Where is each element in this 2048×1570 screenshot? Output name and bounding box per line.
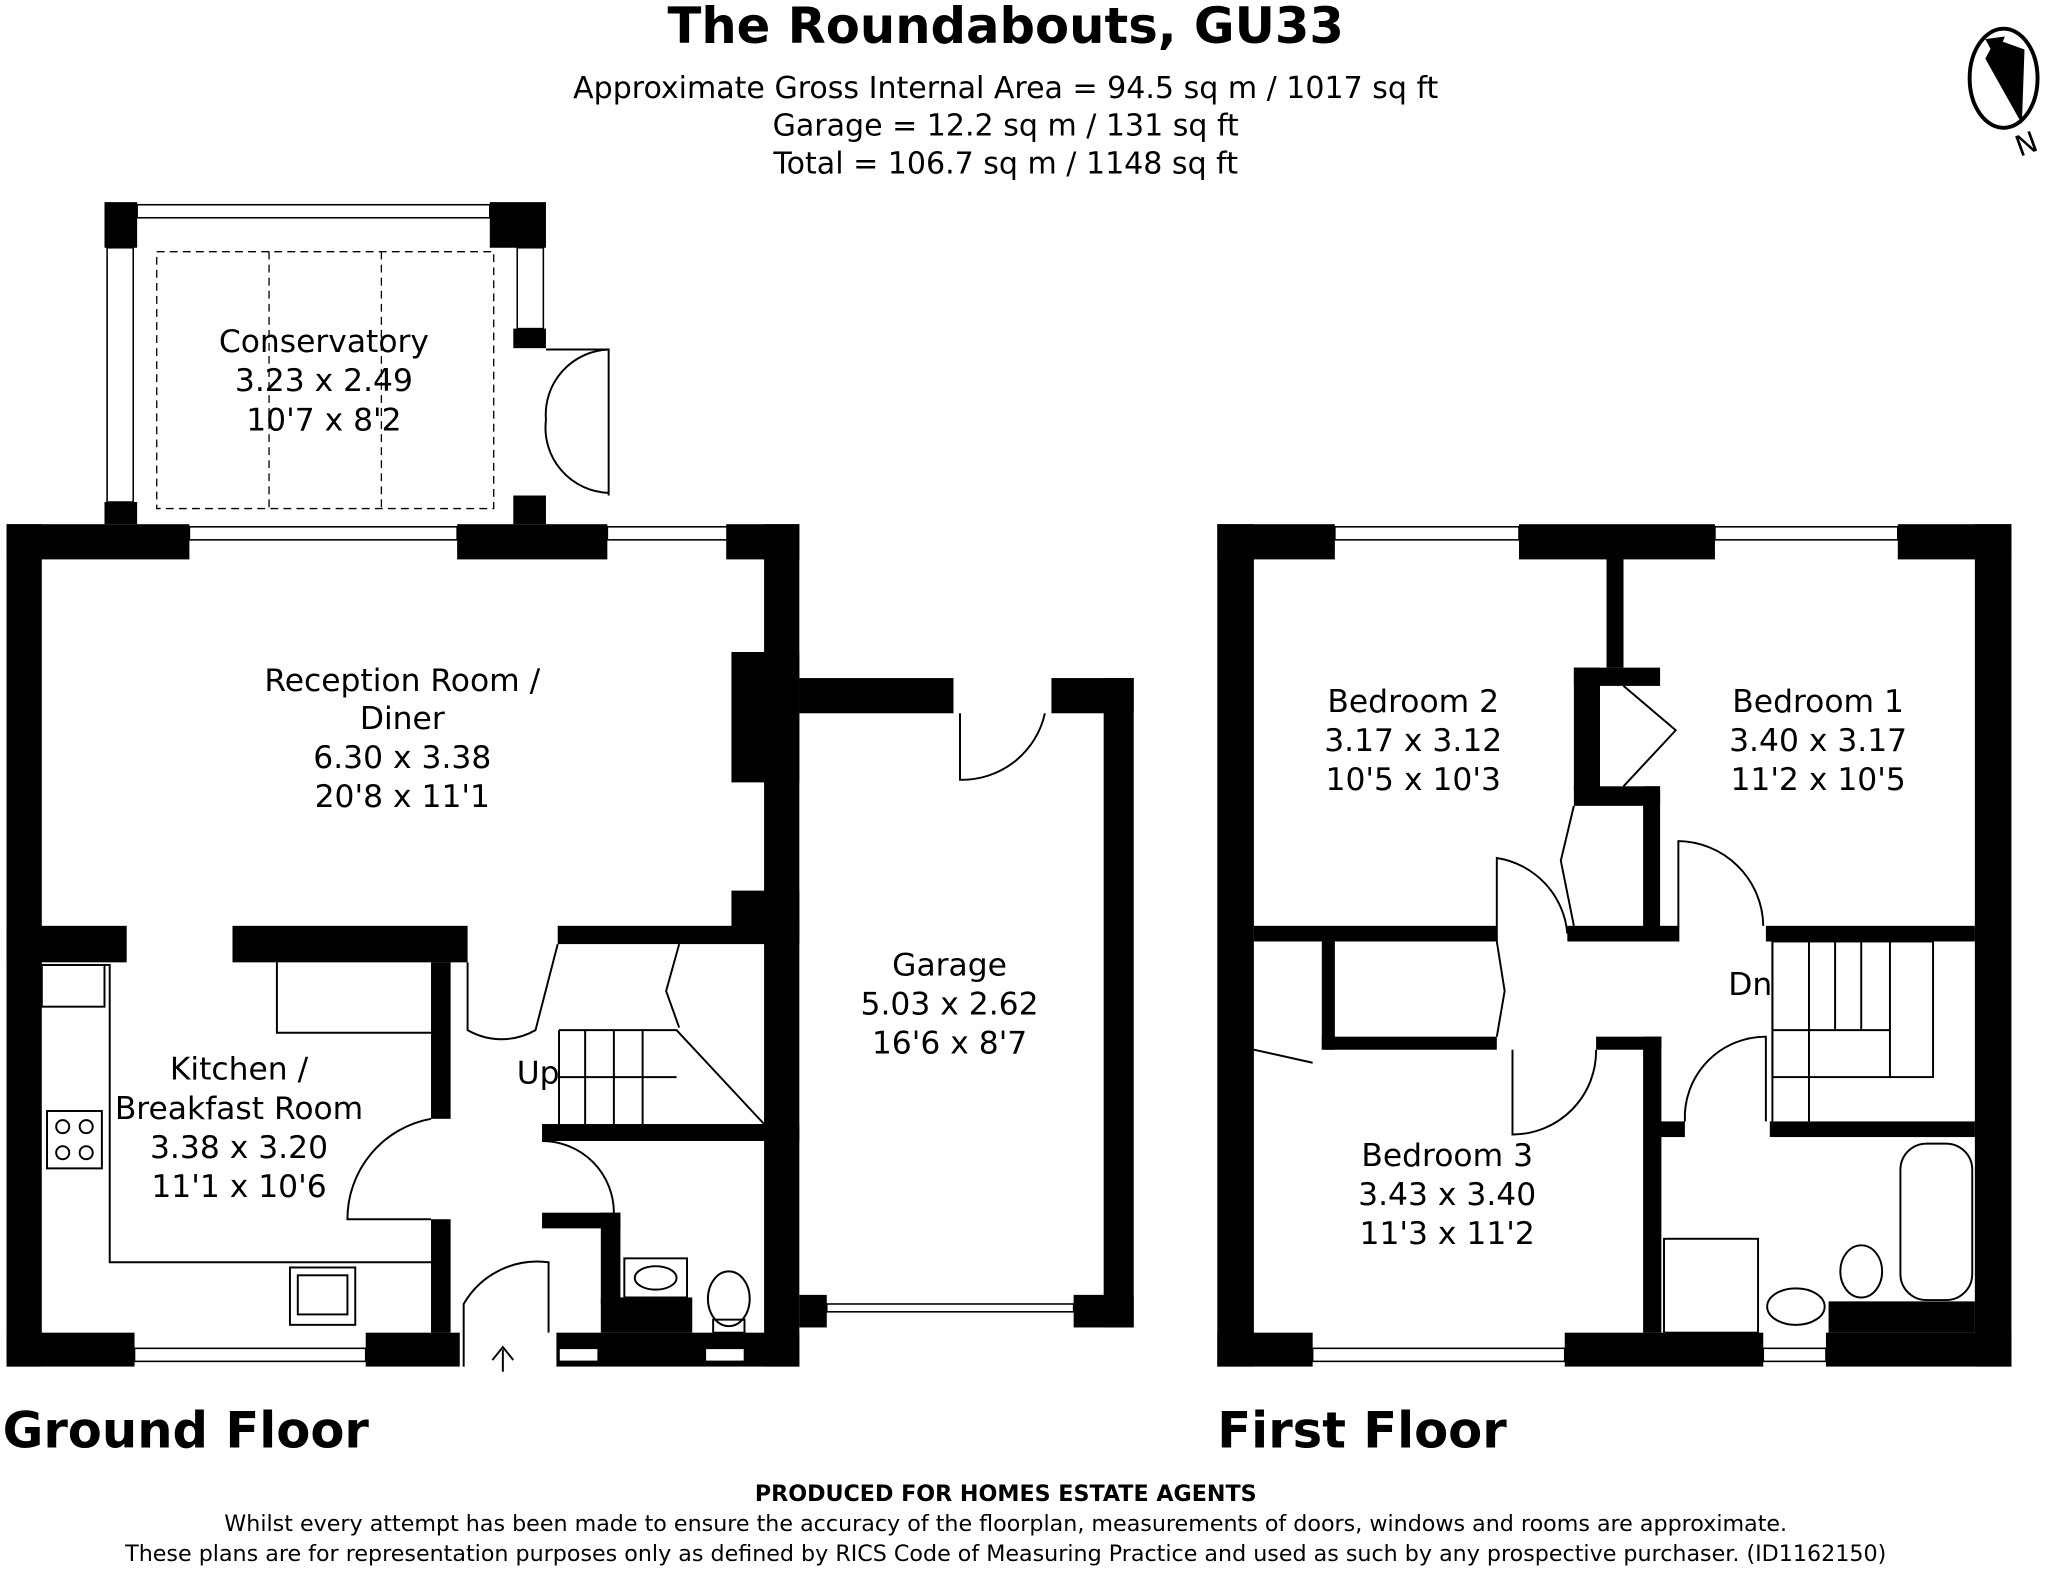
toilet-icon <box>1839 1244 1884 1299</box>
toilet-icon <box>706 1270 751 1328</box>
first-floor-label: First Floor <box>1217 1401 1507 1459</box>
svg-text:11'3 x 11'2: 11'3 x 11'2 <box>1360 1216 1535 1252</box>
svg-text:3.38 x 3.20: 3.38 x 3.20 <box>150 1130 328 1166</box>
svg-text:Kitchen /: Kitchen / <box>170 1052 309 1088</box>
total-area-text: Total = 106.7 sq m / 1148 sq ft <box>772 146 1238 181</box>
hob-icon <box>46 1110 103 1170</box>
entrance-arrow-icon <box>491 1345 515 1372</box>
room-bedroom-2: Bedroom 2 3.17 x 3.12 10'5 x 10'3 <box>1324 684 1502 798</box>
basin-icon <box>623 1257 688 1299</box>
disclaimer-line-2: These plans are for representation purpo… <box>124 1541 1886 1567</box>
svg-text:5.03 x 2.62: 5.03 x 2.62 <box>861 987 1039 1023</box>
plan-title: The Roundabouts, GU33 <box>668 0 1344 55</box>
shower-icon <box>1663 1237 1760 1334</box>
producer-text: PRODUCED FOR HOMES ESTATE AGENTS <box>755 1481 1257 1507</box>
room-reception: Reception Room / Diner 6.30 x 3.38 20'8 … <box>264 663 540 815</box>
svg-text:3.17 x 3.12: 3.17 x 3.12 <box>1324 723 1502 759</box>
svg-text:Reception Room /: Reception Room / <box>264 663 540 699</box>
compass-icon: N <box>1967 26 2042 164</box>
compass-north-label: N <box>2010 124 2042 163</box>
stairs-up-label: Up <box>517 1056 560 1092</box>
first-floor-plan: Bedroom 2 3.17 x 3.12 10'5 x 10'3 Bedroo… <box>1217 524 2012 1367</box>
svg-text:16'6 x 8'7: 16'6 x 8'7 <box>872 1026 1027 1062</box>
svg-text:Garage: Garage <box>892 947 1007 983</box>
stairs-down-label: Dn <box>1728 967 1772 1003</box>
svg-text:6.30 x 3.38: 6.30 x 3.38 <box>313 740 491 776</box>
room-kitchen: Kitchen / Breakfast Room 3.38 x 3.20 11'… <box>115 1052 363 1205</box>
sink-icon <box>288 1266 357 1326</box>
svg-text:Breakfast Room: Breakfast Room <box>115 1091 363 1127</box>
basin-icon <box>1766 1287 1826 1326</box>
svg-text:20'8 x 11'1: 20'8 x 11'1 <box>315 779 490 815</box>
gross-area-text: Approximate Gross Internal Area = 94.5 s… <box>573 71 1438 106</box>
room-bedroom-1: Bedroom 1 3.40 x 3.17 11'2 x 10'5 <box>1729 684 1907 798</box>
svg-text:Bedroom 2: Bedroom 2 <box>1327 684 1499 720</box>
svg-text:3.23 x 2.49: 3.23 x 2.49 <box>235 363 413 399</box>
stairs <box>1771 940 1935 1122</box>
room-garage: Garage 5.03 x 2.62 16'6 x 8'7 <box>861 947 1039 1061</box>
bath-icon <box>1899 1142 1974 1302</box>
garage-area-text: Garage = 12.2 sq m / 131 sq ft <box>773 109 1239 144</box>
ground-floor-plan: Conservatory 3.23 x 2.49 10'7 x 8'2 Rece… <box>6 202 1134 1372</box>
room-conservatory: Conservatory 3.23 x 2.49 10'7 x 8'2 <box>219 324 429 438</box>
svg-text:3.43 x 3.40: 3.43 x 3.40 <box>1358 1177 1536 1213</box>
ground-floor-label: Ground Floor <box>3 1401 370 1459</box>
svg-text:Bedroom 3: Bedroom 3 <box>1361 1138 1533 1174</box>
room-bedroom-3: Bedroom 3 3.43 x 3.40 11'3 x 11'2 <box>1358 1138 1536 1252</box>
svg-text:11'2 x 10'5: 11'2 x 10'5 <box>1730 762 1905 798</box>
svg-text:10'7 x 8'2: 10'7 x 8'2 <box>246 402 401 438</box>
svg-text:3.40 x 3.17: 3.40 x 3.17 <box>1729 723 1907 759</box>
svg-text:Conservatory: Conservatory <box>219 324 429 360</box>
svg-text:Bedroom 1: Bedroom 1 <box>1732 684 1904 720</box>
svg-text:10'5 x 10'3: 10'5 x 10'3 <box>1326 762 1501 798</box>
stairs <box>558 1029 765 1125</box>
svg-text:11'1 x 10'6: 11'1 x 10'6 <box>151 1169 326 1205</box>
disclaimer-line-1: Whilst every attempt has been made to en… <box>224 1511 1787 1537</box>
svg-text:Diner: Diner <box>360 701 445 737</box>
